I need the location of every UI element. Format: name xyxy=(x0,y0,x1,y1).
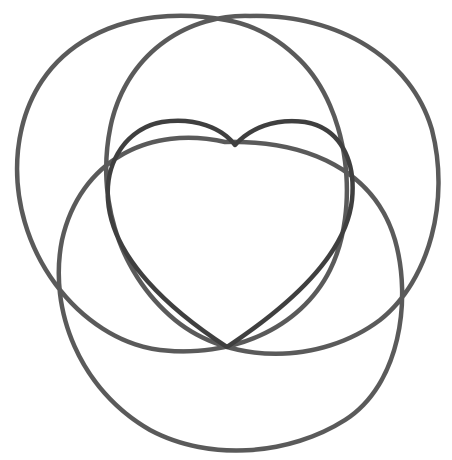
upper-right-circle xyxy=(106,16,438,354)
upper-left-circle xyxy=(17,16,347,352)
